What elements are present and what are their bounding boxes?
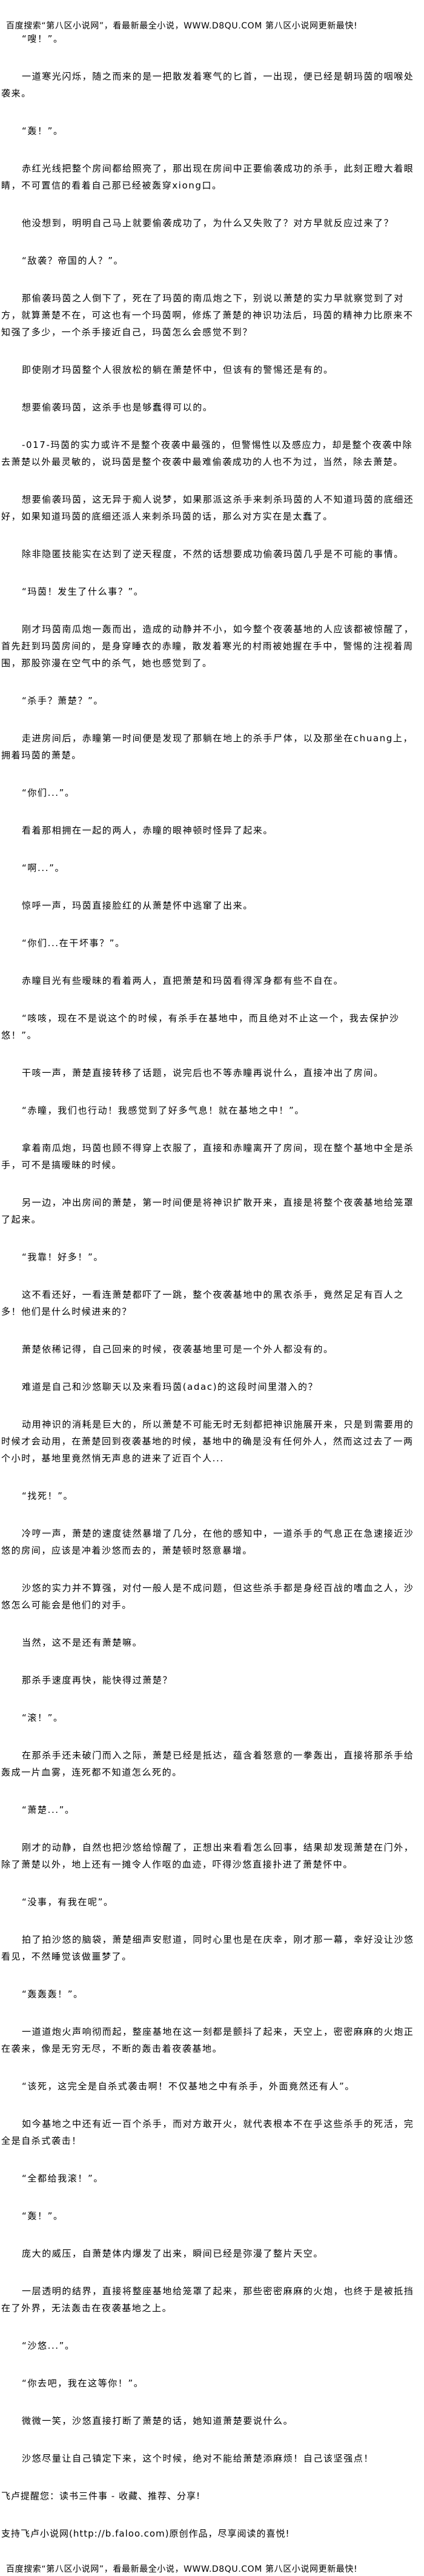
story-paragraph: “没事，有我在呢”。 — [22, 1897, 114, 1907]
story-paragraph: “轰轰轰！”。 — [22, 1989, 84, 2000]
story-paragraph: “全都给我滚！”。 — [22, 2173, 104, 2184]
story-paragraph: 惊呼一声，玛茵直接脸红的从萧楚怀中逃窜了出来。 — [22, 900, 253, 911]
story-paragraph: 沙悠的实力并不算强，对付一般人是不成问题，但这些杀手都是身经百战的嗜血之人，沙悠… — [1, 1583, 414, 1610]
story-paragraph: 一道道炮火声响彻而起，整座基地在这一刻都是颤抖了起来，天空上，密密麻麻的火炮正在… — [1, 2026, 414, 2054]
story-paragraph: “啊...”。 — [22, 863, 65, 873]
story-paragraph: “敌袭？帝国的人？”。 — [22, 255, 124, 266]
story-paragraph: 刚才的动静，自然也把沙悠给惊醒了，正想出来看看怎么回事，结果却发现萧楚在门外，除… — [1, 1842, 414, 1870]
story-paragraph: 这不看还好，一看连萧楚都吓了一跳，整个夜袭基地中的黑衣杀手，竟然足足有百人之多！… — [1, 1289, 404, 1317]
story-paragraph: 干咳一声，萧楚直接转移了话题，说完后也不等赤瞳再说什么，直接冲出了房间。 — [22, 1067, 384, 1078]
story-paragraph: “你们...在干坏事？”。 — [22, 938, 125, 949]
chapter-page: 百度搜索“第八区小说网”，看最新最全小说，WWW.D8QU.COM 第八区小说网… — [1, 19, 420, 2576]
story-paragraph: 萧楚依稀记得，自己回来的时候，夜袭基地里可是一个外人都没有的。 — [22, 1344, 334, 1355]
story-paragraph: 刚才玛茵南瓜炮一轰而出，造成的动静并不小，如今整个夜袭基地的人应该都被惊醒了，首… — [1, 624, 414, 669]
story-paragraph: 拍了拍沙悠的脑袋，萧楚细声安慰道，同时心里也是在庆幸，刚才那一幕，幸好没让沙悠看… — [1, 1934, 414, 1962]
story-paragraph: 当然，这不是还有萧楚嘛。 — [22, 1637, 143, 1648]
site-banner-top: 百度搜索“第八区小说网”，看最新最全小说，WWW.D8QU.COM 第八区小说网… — [6, 21, 358, 31]
story-paragraph: 那偷袭玛茵之人倒下了，死在了玛茵的南瓜炮之下，别说以萧楚的实力早就察觉到了对方，… — [1, 293, 414, 338]
story-paragraph: “轰！”。 — [22, 2211, 64, 2221]
story-paragraph: “萧楚...”。 — [22, 1804, 75, 1815]
story-paragraph: 走进房间后，赤瞳第一时间便是发现了那躺在地上的杀手尸体，以及那坐在chuang上… — [1, 733, 414, 761]
story-paragraph: 动用神识的消耗是巨大的，所以萧楚不可能无时无刻都把神识施展开来，只是到需要用的时… — [1, 1419, 414, 1464]
story-paragraph: 看着那相拥在一起的两人，赤瞳的眼神顿时怪异了起来。 — [22, 825, 274, 836]
story-paragraph: 那杀手速度再快，能快得过萧楚？ — [22, 1675, 173, 1686]
story-paragraph: “轰！”。 — [22, 125, 64, 136]
story-paragraph: “咳咳，现在不是说这个的时候，有杀手在基地中，而且绝对不止这一个，我去保护沙悠！… — [1, 1013, 400, 1041]
story-paragraph: “嗖！”。 — [22, 33, 64, 44]
story-paragraph: -017-玛茵的实力或许不是整个夜袭中最强的，但警惕性以及感应力，却是整个夜袭中… — [1, 439, 413, 467]
story-paragraph: “你们...”。 — [22, 787, 75, 798]
story-paragraph: 拿着南瓜炮，玛茵也顾不得穿上衣服了，直接和赤瞳离开了房间，现在整个基地中全是杀手… — [1, 1143, 414, 1170]
story-paragraph: 难道是自己和沙悠聊天以及来看玛茵(adac)的这段时间里潜入的？ — [22, 1381, 319, 1392]
story-paragraph: “玛茵！发生了什么事？”。 — [22, 586, 144, 597]
story-paragraph: “沙悠...”。 — [22, 2340, 75, 2351]
story-paragraph: 另一边，冲出房间的萧楚，第一时间便是将神识扩散开来，直接是将整个夜袭基地给笼罩了… — [1, 1197, 414, 1225]
story-paragraph: “杀手？萧楚？”。 — [22, 695, 104, 706]
story-paragraph: “你去吧，我在这等你！”。 — [22, 2378, 144, 2389]
story-paragraph: 赤红光线把整个房间都给照亮了，那出现在房间中正要偷袭成功的杀手，此刻正瞪大着眼睛… — [1, 163, 414, 191]
story-paragraph: “赤瞳，我们也行动！我感觉到了好多气息！就在基地之中！”。 — [22, 1105, 305, 1116]
faloo-reminder: 飞卢提醒您：读书三件事 - 收藏、推荐、分享! — [1, 2491, 200, 2501]
story-paragraph: 一道寒光闪烁，随之而来的是一把散发着寒气的匕首，一出现，便已经是朝玛茵的咽喉处袭… — [1, 71, 414, 99]
story-paragraph: 一层透明的结界，直接将整座基地给笼罩了起来，那些密密麻麻的火炮，也终于是被抵挡在… — [1, 2286, 414, 2314]
story-paragraph: “该死，这完全是自杀式袭击啊！不仅基地之中有杀手，外面竟然还有人”。 — [22, 2081, 355, 2092]
story-paragraph: “找死！”。 — [22, 1490, 74, 1501]
site-banner-bottom: 百度搜索“第八区小说网”，看最新最全小说，WWW.D8QU.COM 第八区小说网… — [6, 2564, 358, 2574]
story-paragraph: 冷哼一声，萧楚的速度徒然暴增了几分，在他的感知中，一道杀手的气息正在急速接近沙悠… — [1, 1528, 414, 1556]
story-paragraph: 他没想到，明明自己马上就要偷袭成功了，为什么又失败了？对方早就反应过来了？ — [22, 218, 394, 229]
story-paragraph: 如今基地之中还有近一百个杀手，而对方敢开火，就代表根本不在乎这些杀手的死活，完全… — [1, 2118, 414, 2146]
story-paragraph: 庞大的威压，自萧楚体内爆发了出来，瞬间已经是弥漫了整片天空。 — [22, 2248, 324, 2259]
story-paragraph: 想要偷袭玛茵，这无异于痴人说梦，如果那派这杀手来刺杀玛茵的人不知道玛茵的底细还好… — [1, 494, 414, 522]
chapter-body: “嗖！”。一道寒光闪烁，随之而来的是一把散发着寒气的匕首，一出现，便已经是朝玛茵… — [1, 30, 420, 2467]
faloo-support-note: 支持飞卢小说网(http://b.faloo.com)原创作品，尽享阅读的喜悦! — [1, 2528, 290, 2539]
story-paragraph: 想要偷袭玛茵，这杀手也是够蠢得可以的。 — [22, 402, 213, 413]
story-paragraph: “滚！”。 — [22, 1712, 64, 1723]
story-paragraph: 赤瞳目光有些暧昧的看着两人，直把萧楚和玛茵看得浑身都有些不自在。 — [22, 975, 344, 986]
story-paragraph: 沙悠尽量让自己镇定下来，这个时候，绝对不能给萧楚添麻烦！自己该坚强点！ — [22, 2453, 374, 2464]
story-paragraph: 微微一笑，沙悠直接打断了萧楚的话，她知道萧楚要说什么。 — [22, 2415, 294, 2426]
story-paragraph: “我靠！好多！”。 — [22, 1252, 104, 1263]
story-paragraph: 即使刚才玛茵整个人很放松的躺在萧楚怀中，但该有的警惕还是有的。 — [22, 364, 334, 375]
story-paragraph: 在那杀手还未破门而入之际，萧楚已经是抵达，蕴含着怒意的一拳轰出，直接将那杀手给轰… — [1, 1750, 414, 1778]
story-paragraph: 除非隐匿技能实在达到了逆天程度，不然的话想要成功偷袭玛茵几乎是不可能的事情。 — [22, 549, 404, 559]
